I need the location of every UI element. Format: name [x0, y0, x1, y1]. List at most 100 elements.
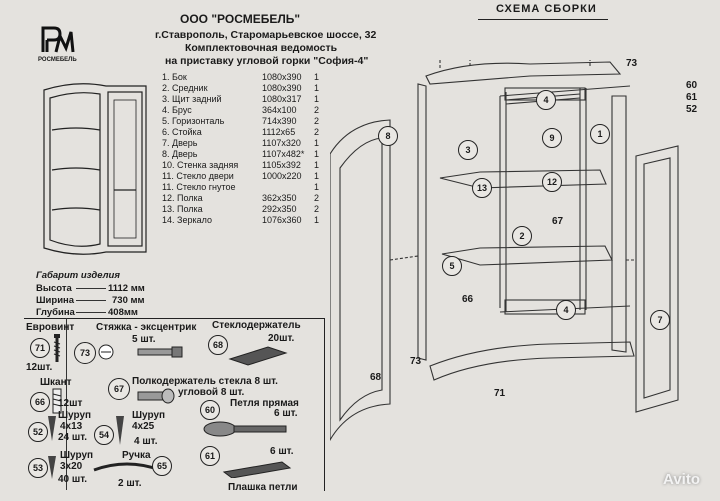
document-subtitle: на приставку угловой горки "София-4" — [165, 55, 369, 67]
hardware-qty: 2 шт. — [118, 478, 142, 489]
screw-size: 3x20 — [60, 461, 83, 472]
scheme-callout: 2 — [512, 226, 532, 246]
hardware-qty: угловой 8 шт. — [178, 387, 245, 398]
hinge-icon — [203, 421, 287, 437]
scheme-callout: 3 — [458, 140, 478, 160]
assembly-scheme-drawing — [330, 60, 679, 442]
glass-holder-icon — [228, 346, 288, 366]
hardware-qty: 6 шт. — [274, 408, 298, 419]
hardware-title: Шкант — [40, 377, 72, 388]
scheme-callout: 7 — [650, 310, 670, 330]
hardware-qty: 4 шт. — [134, 436, 158, 447]
hardware-number-badge: 73 — [74, 342, 96, 364]
hardware-qty: 20шт. — [268, 333, 295, 344]
scheme-callout: 73 — [626, 58, 638, 69]
hinge-plate-icon — [222, 461, 292, 478]
hardware-title: Стеклодержатель — [212, 320, 301, 331]
hardware-title: Полкодержатель стекла 8 шт. — [132, 376, 278, 387]
scheme-callout: 8 — [378, 126, 398, 146]
cabinet-front-drawing — [43, 83, 147, 255]
hardware-number-badge: 65 — [152, 456, 172, 476]
hardware-number-badge: 52 — [28, 422, 48, 442]
hardware-qty: 5 шт. — [132, 334, 156, 345]
width-value: 730 мм — [112, 295, 145, 306]
scheme-callout: 73 — [410, 356, 422, 367]
logo-caption: РОСМЕБЕЛЬ — [38, 57, 77, 63]
scheme-callout: 66 — [462, 294, 474, 305]
rosmebel-logo — [41, 26, 75, 53]
hardware-qty: 12шт — [58, 398, 83, 409]
width-label: Ширина — [36, 295, 75, 306]
scheme-title: СХЕМА СБОРКИ — [496, 3, 597, 15]
depth-label: Глубина — [36, 307, 75, 318]
scheme-callout: 61 — [686, 92, 698, 103]
scheme-callout: 5 — [442, 256, 462, 276]
hardware-number-badge: 68 — [208, 335, 228, 355]
company-name: ООО "РОСМЕБЕЛЬ" — [180, 12, 301, 26]
screw-size: 4x25 — [132, 421, 155, 432]
depth-value: 408мм — [108, 307, 138, 318]
hardware-qty: 6 шт. — [270, 446, 294, 457]
hardware-number-badge: 67 — [108, 378, 130, 400]
hardware-title: Плашка петли — [228, 482, 298, 493]
scheme-callout: 52 — [686, 104, 698, 115]
hardware-qty: 24 шт. — [58, 432, 88, 443]
hardware-number-badge: 66 — [30, 392, 50, 412]
scheme-callout: 4 — [536, 90, 556, 110]
shelf-support-icon — [137, 388, 175, 404]
hardware-number-badge: 61 — [200, 446, 220, 466]
dimensions-title: Габарит изделия — [36, 270, 120, 281]
screw-size: 4x13 — [60, 421, 83, 432]
avito-watermark: Avito — [663, 471, 700, 488]
hardware-qty: 12шт. — [26, 362, 53, 373]
screw-icon — [48, 416, 56, 441]
scheme-callout: 4 — [556, 300, 576, 320]
scheme-callout: 13 — [472, 178, 492, 198]
hardware-title: Шуруп — [132, 410, 166, 421]
hardware-panel — [24, 318, 325, 491]
document-title: Комплектовочная ведомость — [185, 42, 338, 54]
hardware-qty: 40 шт. — [58, 474, 88, 485]
hardware-title: Ручка — [122, 450, 151, 461]
height-value: 1112 мм — [108, 283, 145, 294]
hardware-title: Шуруп — [58, 410, 92, 421]
scheme-callout: 60 — [686, 80, 698, 91]
scheme-title-box — [478, 3, 608, 20]
scheme-callout: 68 — [370, 372, 382, 383]
hardware-number-badge: 71 — [30, 338, 50, 358]
scheme-callout: 12 — [542, 172, 562, 192]
screw-icon — [116, 416, 124, 445]
scheme-callout: 1 — [590, 124, 610, 144]
scheme-callout: 71 — [494, 388, 506, 399]
scheme-callout: 9 — [542, 128, 562, 148]
hardware-title: Евровинт — [26, 322, 75, 333]
company-address: г.Ставрополь, Старомарьевское шоссе, 32 — [155, 29, 377, 41]
euroscrew-icon — [53, 334, 61, 362]
dowel-icon — [52, 388, 62, 414]
hardware-number-badge: 54 — [94, 425, 114, 445]
eccentric-coupling-icon — [98, 344, 183, 360]
hardware-number-badge: 53 — [28, 458, 48, 478]
height-label: Высота — [36, 283, 72, 294]
screw-icon — [48, 456, 56, 479]
hardware-title: Петля прямая — [230, 398, 299, 409]
hardware-number-badge: 60 — [200, 400, 220, 420]
scheme-callout: 67 — [552, 216, 564, 227]
hardware-title: Стяжка - эксцентрик — [96, 322, 197, 333]
hardware-title: Шуруп — [60, 450, 94, 461]
